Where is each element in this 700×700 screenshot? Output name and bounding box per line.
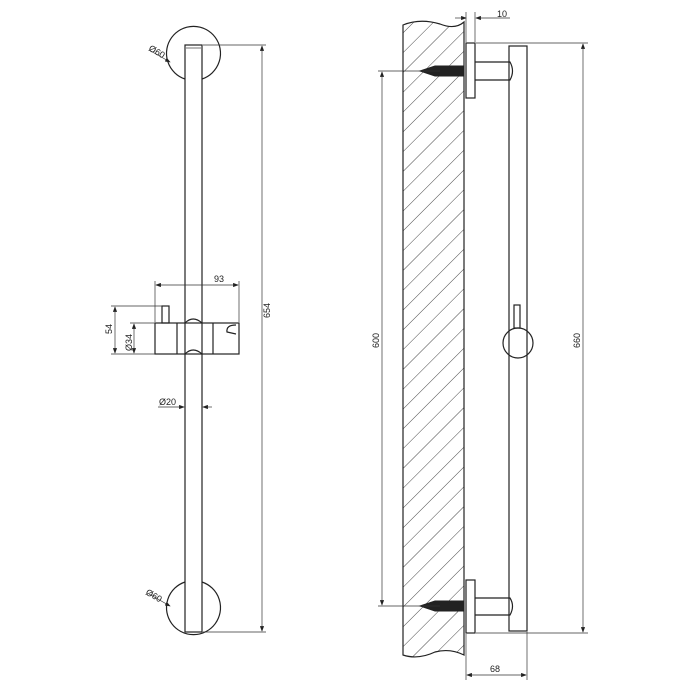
dim-plate-thickness-label: 10 xyxy=(497,9,507,19)
dim-anchor-spacing-label: 600 xyxy=(371,333,381,348)
side-view: 10 600 660 68 xyxy=(371,9,588,680)
dim-projection: 68 xyxy=(465,632,528,680)
dim-overall-height-label: 654 xyxy=(262,303,272,318)
wall-section xyxy=(402,20,465,658)
side-holder xyxy=(502,304,534,359)
slide-bar xyxy=(184,44,203,633)
side-slide-bar xyxy=(508,45,528,632)
front-view: Ø60 Ø60 654 93 54 Ø34 xyxy=(104,25,272,636)
handshower-holder xyxy=(154,305,240,355)
dim-rosette-top-label: Ø60 xyxy=(147,43,167,60)
bottom-wall-bracket xyxy=(418,579,514,634)
dim-overall-height: 654 xyxy=(203,44,272,633)
dim-rosette-bottom-label: Ø60 xyxy=(144,587,164,604)
dim-holder-height: 54 xyxy=(104,305,162,355)
dim-side-overall-height: 660 xyxy=(476,42,588,634)
dim-holder-depth: 93 xyxy=(154,274,240,322)
dim-rosette-bottom: Ø60 xyxy=(144,587,171,607)
top-wall-bracket xyxy=(418,42,514,99)
dim-holder-depth-label: 93 xyxy=(214,274,224,284)
dim-holder-diameter-label: Ø34 xyxy=(124,334,134,351)
bottom-rosette xyxy=(165,581,222,636)
dim-plate-thickness: 10 xyxy=(455,9,510,42)
dim-projection-label: 68 xyxy=(490,664,500,674)
top-rosette xyxy=(165,25,222,80)
dim-bar-diameter-label: Ø20 xyxy=(159,397,176,407)
dim-anchor-spacing: 600 xyxy=(371,70,440,607)
dim-side-overall-height-label: 660 xyxy=(572,333,582,348)
dim-bar-diameter: Ø20 xyxy=(158,397,212,410)
dim-holder-height-label: 54 xyxy=(104,324,114,334)
dim-holder-diameter: Ø34 xyxy=(124,322,155,354)
